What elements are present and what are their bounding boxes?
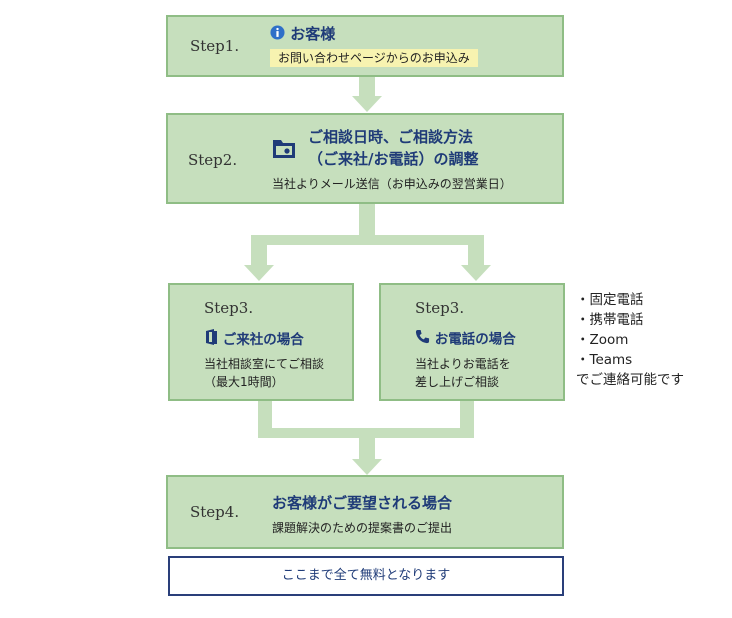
contact-method: ・固定電話 — [576, 292, 644, 308]
step3a-box: Step3. ご来社の場合 当社相談室にてご相談 （最大1時間） — [168, 283, 354, 401]
arrow-to-3a — [244, 265, 274, 281]
step1-label: Step1. — [190, 37, 240, 55]
connector-split-left — [251, 235, 267, 267]
step1-box: Step1. お客様 お問い合わせページからのお申込み — [166, 15, 564, 77]
step2-sub: 当社よりメール送信（お申込みの翌営業日） — [272, 177, 512, 191]
arrow-1-2 — [352, 96, 382, 112]
building-icon — [204, 329, 218, 351]
phone-icon — [415, 329, 430, 350]
step2-title-line2: （ご来社/お電話）の調整 — [308, 150, 479, 168]
contact-method: ・Zoom — [576, 332, 629, 348]
connector-2-split — [359, 203, 375, 239]
info-icon — [270, 24, 285, 45]
step3a-label: Step3. — [204, 299, 254, 317]
step3b-title: お電話の場合 — [434, 331, 516, 348]
contact-note-text: でご連絡可能です — [576, 372, 684, 388]
step4-title: お客様がご要望される場合 — [272, 494, 453, 512]
contact-method: ・携帯電話 — [576, 312, 644, 328]
contact-method: ・Teams — [576, 352, 633, 368]
arrow-to-4 — [352, 459, 382, 475]
step1-title: お客様 — [290, 25, 336, 43]
connector-merge-down — [359, 436, 375, 462]
folder-icon — [272, 137, 296, 163]
step1-title-row: お客様 — [270, 24, 335, 45]
contact-note: ・固定電話 ・携帯電話 ・Zoom ・Teams でご連絡可能です — [576, 290, 684, 390]
connector-split-bar — [251, 235, 484, 245]
step3b-box: Step3. お電話の場合 当社よりお電話を 差し上げご相談 — [379, 283, 565, 401]
step2-title-line1: ご相談日時、ご相談方法 — [308, 128, 474, 146]
connector-merge-bar — [258, 428, 474, 438]
arrow-to-3b — [461, 265, 491, 281]
step3b-title-row: お電話の場合 — [415, 329, 516, 350]
step4-label: Step4. — [190, 503, 240, 521]
step3a-title-row: ご来社の場合 — [204, 329, 304, 351]
connector-split-right — [468, 235, 484, 267]
step2-box: Step2. ご相談日時、ご相談方法 （ご来社/お電話）の調整 当社よりメール送… — [166, 113, 564, 204]
step3b-label: Step3. — [415, 299, 465, 317]
step3b-sub-line2: 差し上げご相談 — [415, 375, 500, 389]
step1-sub: お問い合わせページからのお申込み — [270, 49, 478, 67]
free-note: ここまで全て無料となります — [168, 556, 564, 596]
step3a-sub-line1: 当社相談室にてご相談 — [204, 357, 325, 371]
step3a-title: ご来社の場合 — [222, 332, 304, 348]
connector-1-2 — [359, 76, 375, 98]
step3a-sub-line2: （最大1時間） — [204, 375, 284, 389]
step3b-sub-line1: 当社よりお電話を — [415, 357, 511, 371]
step4-box: Step4. お客様がご要望される場合 課題解決のための提案書のご提出 — [166, 475, 564, 549]
step2-label: Step2. — [188, 151, 238, 169]
step4-sub: 課題解決のための提案書のご提出 — [272, 521, 453, 535]
